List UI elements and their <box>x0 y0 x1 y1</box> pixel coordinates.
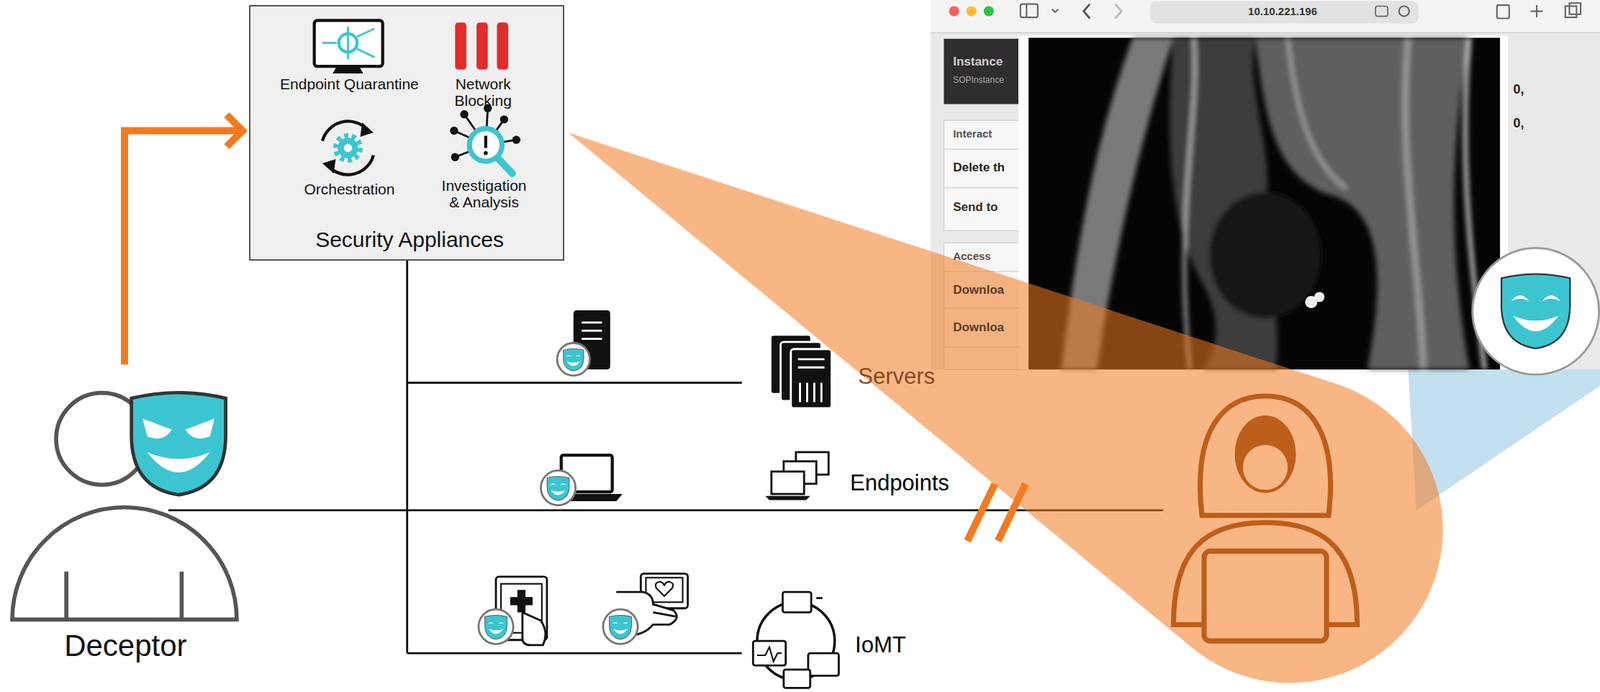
label-text: Downloa <box>952 321 1005 335</box>
label-text: Send to <box>952 200 998 214</box>
label-text: 0, <box>1512 116 1524 131</box>
figure-label: Deceptor <box>17 629 234 663</box>
flow-line <box>124 130 240 365</box>
arrow-head <box>226 114 243 147</box>
icon-caption: Endpoint Quarantine <box>255 75 443 93</box>
label-text: 10.10.221.196 <box>1248 5 1318 18</box>
label-text: 0, <box>1512 82 1524 98</box>
appliance-box: Endpoint QuarantineNetwork BlockingOrche… <box>249 5 565 260</box>
box-title: Security Appliances <box>265 227 554 252</box>
label-text: Instance <box>952 55 1003 70</box>
icon-caption: Investigation & Analysis <box>436 176 532 210</box>
label-text: Downloa <box>952 282 1005 297</box>
icon-caption: Orchestration <box>277 180 422 198</box>
label-text: Servers <box>857 364 935 389</box>
label-text: Access <box>952 250 992 263</box>
flow-arrow <box>124 114 243 365</box>
deceptor-figure: Deceptor <box>5 364 245 671</box>
label-text: Endpoints <box>850 470 950 496</box>
label-text: SOPInstance <box>952 75 1005 85</box>
icon-caption: Network Blocking <box>439 75 527 109</box>
label-text: Interact <box>952 127 992 140</box>
label-text: IoMT <box>855 632 907 658</box>
label-text: Delete th <box>952 160 1005 175</box>
